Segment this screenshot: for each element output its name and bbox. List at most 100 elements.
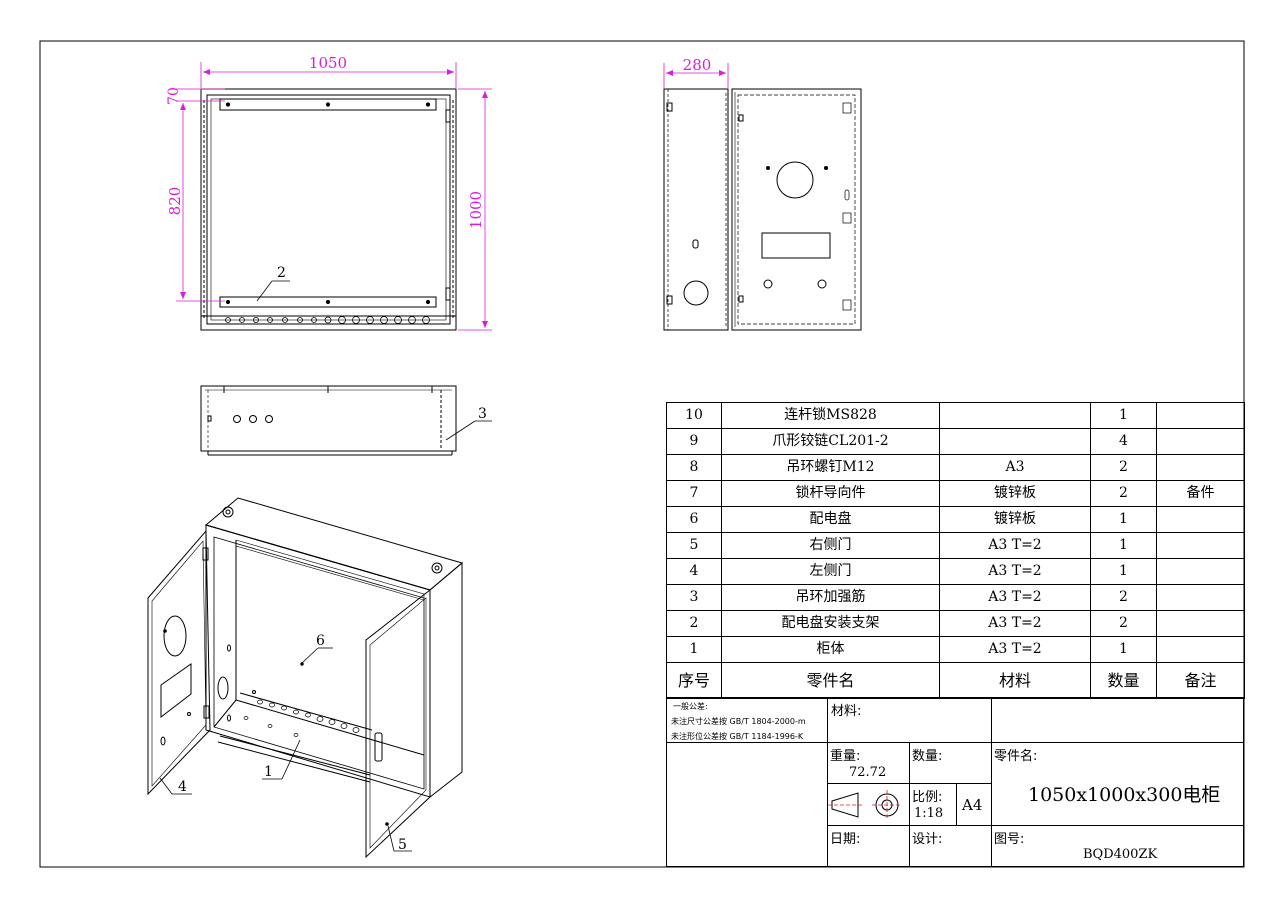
material-cell: 材料: (827, 697, 992, 743)
bom-cell-no: 5 (666, 532, 722, 559)
bom-cell-qty: 2 (1090, 454, 1157, 481)
bom-cell-no: 4 (666, 558, 722, 585)
material-label: 材料: (831, 704, 862, 719)
bom-cell-no: 9 (666, 428, 722, 455)
callout-6: 6 (316, 633, 325, 649)
paper-size-cell: A4 (956, 783, 992, 826)
bom-cell-part: 吊环加强筋 (721, 584, 940, 611)
iso-callout-leaders (159, 647, 412, 852)
bom-cell-qty: 2 (1090, 584, 1157, 611)
isometric-view (147, 497, 464, 859)
callout-2-leader (256, 280, 290, 302)
quantity-label: 数量: (912, 749, 943, 764)
bom-header-part: 零件名 (721, 662, 940, 699)
bom-cell-qty: 2 (1090, 480, 1157, 507)
bom-cell-part: 左侧门 (721, 558, 940, 585)
drawing-no-value: BQD400ZK (1083, 847, 1158, 862)
top-view (200, 385, 457, 456)
bom-cell-part: 配电盘 (721, 506, 940, 533)
bom-cell-note (1156, 454, 1245, 481)
bom-cell-part: 右侧门 (721, 532, 940, 559)
tolerance-title: 一般公差: (673, 702, 708, 711)
bom-cell-material: 镀锌板 (939, 506, 1091, 533)
bom-cell-material: A3 T=2 (939, 558, 1091, 585)
paper-size: A4 (962, 796, 983, 814)
bom-cell-note (1156, 532, 1245, 559)
bom-header-note: 备注 (1156, 662, 1245, 699)
bom-cell-part: 连杆锁MS828 (721, 402, 940, 429)
bom-cell-note (1156, 428, 1245, 455)
weight-cell: 重量: 72.72 (827, 742, 910, 784)
third-angle-projection-icon (828, 790, 902, 820)
callout-5: 5 (398, 837, 407, 853)
bom-header-row: 序号零件名材料数量备注 (666, 662, 1245, 699)
bom-cell-qty: 1 (1090, 636, 1157, 663)
bom-cell-no: 8 (666, 454, 722, 481)
dim-top-offset: 70 (166, 87, 182, 105)
bom-cell-no: 2 (666, 610, 722, 637)
title-block: 一般公差: 未注尺寸公差按 GB/T 1804-2000-m 未注形位公差按 G… (666, 697, 1244, 867)
callout-3: 3 (478, 406, 487, 422)
bom-cell-qty: 1 (1090, 558, 1157, 585)
bom-header-qty: 数量 (1090, 662, 1157, 699)
date-cell: 日期: (827, 825, 910, 867)
quantity-cell: 数量: (909, 742, 992, 784)
bom-cell-note (1156, 584, 1245, 611)
bom-cell-part: 配电盘安装支架 (721, 610, 940, 637)
blank-cell (991, 697, 1244, 743)
bom-cell-part: 爪形铰链CL201-2 (721, 428, 940, 455)
weight-value: 72.72 (849, 765, 887, 780)
side-view (663, 88, 862, 331)
bom-cell-note (1156, 506, 1245, 533)
scale-value: 1:18 (914, 806, 944, 821)
projection-symbol-cell (827, 783, 910, 826)
bom-cell-note (1156, 558, 1245, 585)
bom-cell-qty: 1 (1090, 532, 1157, 559)
bom-cell-material: A3 (939, 454, 1091, 481)
tolerance-line1: 未注尺寸公差按 GB/T 1804-2000-m (671, 717, 806, 726)
design-label: 设计: (912, 832, 943, 847)
part-name-cell: 零件名: 1050x1000x300电柜 (991, 742, 1244, 826)
bom-cell-no: 6 (666, 506, 722, 533)
bom-cell-no: 3 (666, 584, 722, 611)
bom-cell-material: A3 T=2 (939, 610, 1091, 637)
bom-cell-part: 柜体 (721, 636, 940, 663)
dim-front-width: 1050 (309, 54, 347, 72)
bom-cell-material (939, 402, 1091, 429)
bom-cell-note: 备件 (1156, 480, 1245, 507)
side-view-dimension (663, 63, 729, 88)
bom-cell-note (1156, 402, 1245, 429)
bom-cell-no: 10 (666, 402, 722, 429)
tolerance-line2: 未注形位公差按 GB/T 1184-1996-K (671, 732, 804, 741)
bom-cell-qty: 2 (1090, 610, 1157, 637)
tolerance-cell: 一般公差: 未注尺寸公差按 GB/T 1804-2000-m 未注形位公差按 G… (666, 697, 828, 743)
bom-cell-note (1156, 636, 1245, 663)
signature-cell (666, 742, 828, 867)
part-name-value: 1050x1000x300电柜 (1028, 784, 1221, 806)
front-view (200, 88, 457, 331)
drawing-no-cell: 图号: BQD400ZK (991, 825, 1244, 867)
bom-header-no: 序号 (666, 662, 722, 699)
date-label: 日期: (830, 832, 861, 847)
callout-3-leader (445, 420, 492, 441)
bom-cell-no: 7 (666, 480, 722, 507)
design-cell: 设计: (909, 825, 992, 867)
bom-cell-material: A3 T=2 (939, 636, 1091, 663)
bom-cell-material: A3 T=2 (939, 584, 1091, 611)
dim-depth: 280 (683, 56, 712, 74)
drawing-no-label: 图号: (994, 832, 1025, 847)
scale-cell: 比例: 1:18 (909, 783, 957, 826)
bom-cell-material (939, 428, 1091, 455)
part-name-label: 零件名: (994, 749, 1038, 764)
bom-cell-qty: 4 (1090, 428, 1157, 455)
bom-cell-material: A3 T=2 (939, 532, 1091, 559)
callout-4: 4 (178, 779, 187, 795)
bom-cell-part: 锁杆导向件 (721, 480, 940, 507)
